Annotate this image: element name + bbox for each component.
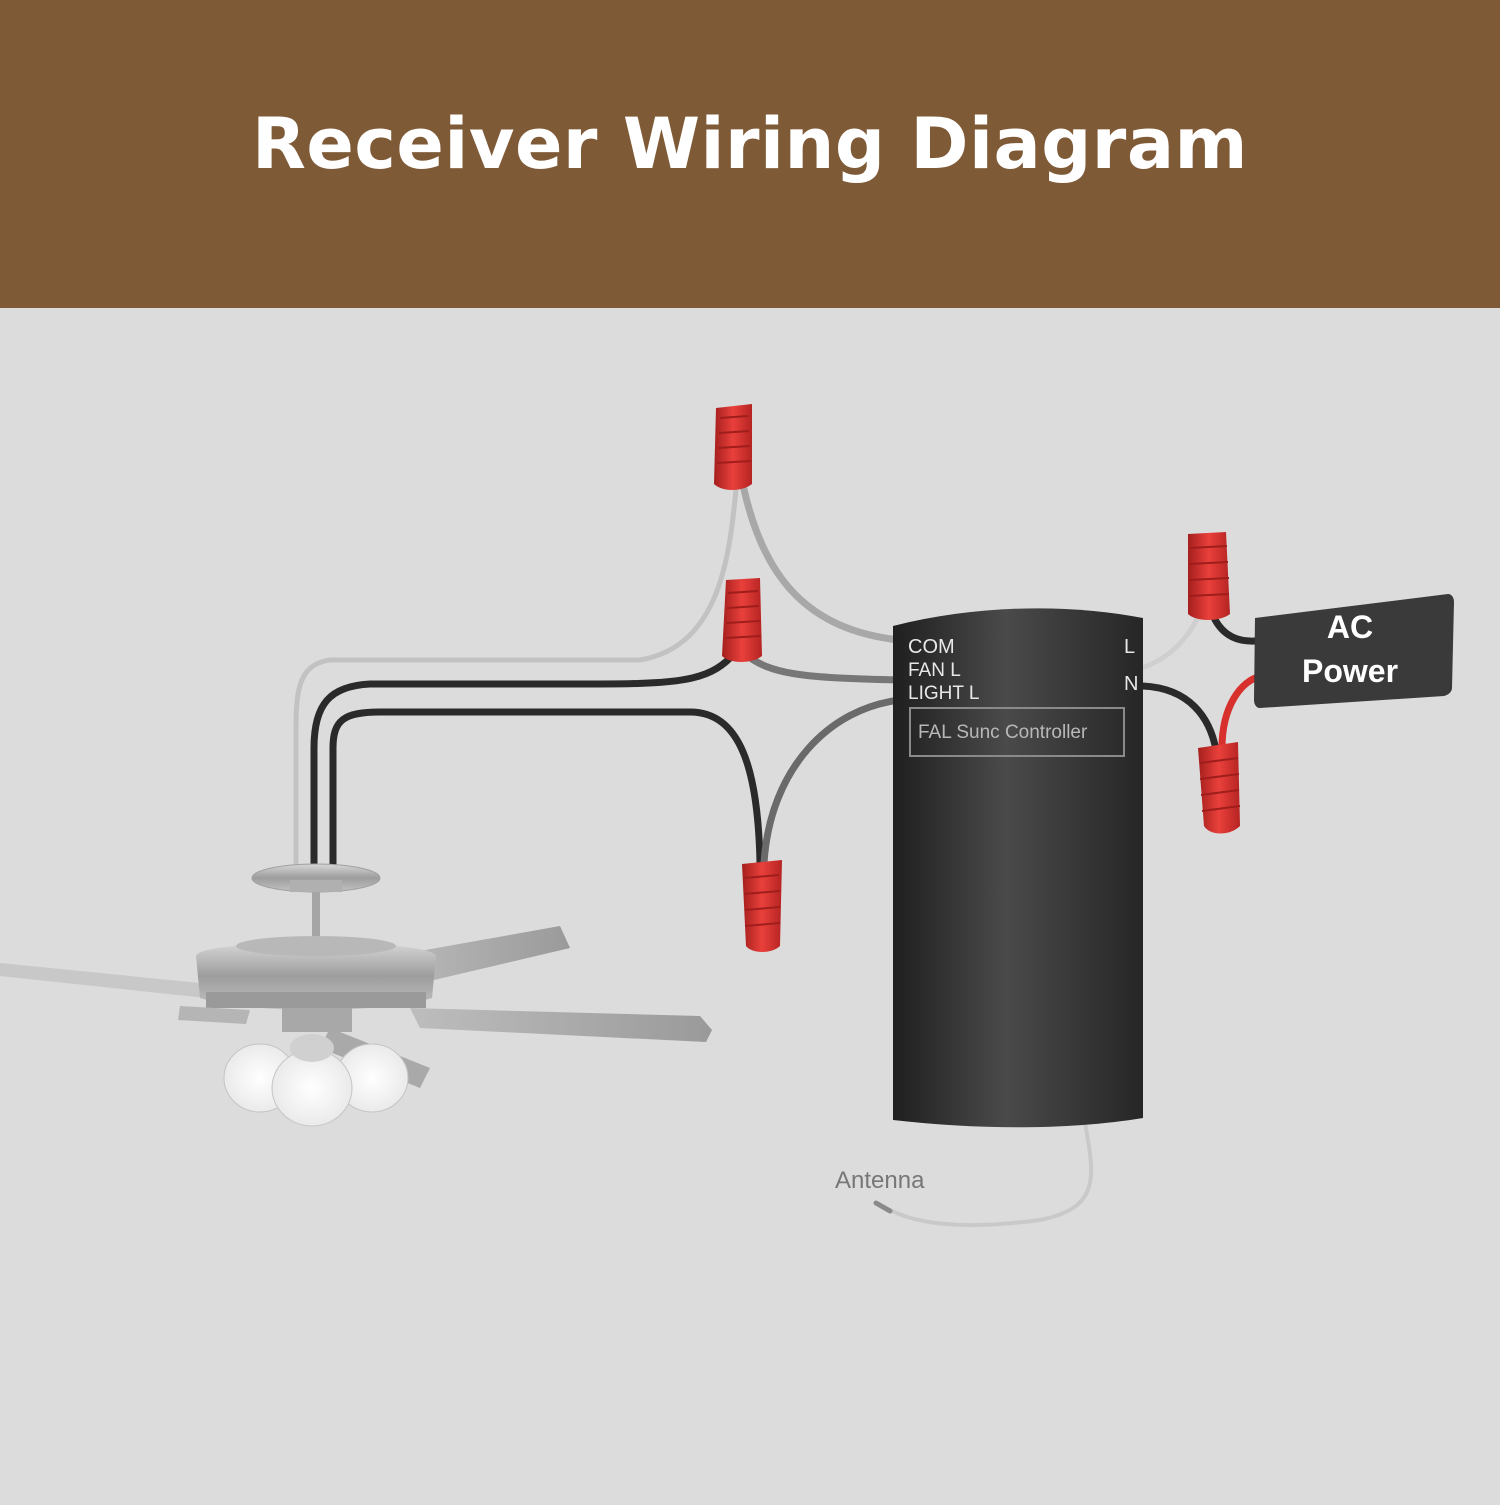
- light-wire-to-fan: [329, 708, 764, 870]
- ac-power-line2: Power: [1302, 653, 1398, 689]
- ac-power-line1: AC: [1327, 609, 1373, 645]
- wire-nut-light: [742, 860, 782, 952]
- antenna: Antenna: [835, 1167, 925, 1214]
- receiver-controller: COM FAN L LIGHT L L N FAL Sunc Controlle…: [893, 608, 1143, 1128]
- controller-label-box: [909, 707, 1125, 757]
- page-title: Receiver Wiring Diagram: [251, 103, 1248, 185]
- wiring-diagram: COM FAN L LIGHT L L N FAL Sunc Controlle…: [0, 308, 1500, 1500]
- fan-wire-to-fan: [310, 649, 739, 870]
- wire-nut-l: [1188, 532, 1230, 620]
- header-banner: Receiver Wiring Diagram: [0, 0, 1500, 308]
- ac-power-box: AC Power: [1254, 594, 1454, 708]
- fan-wire-to-controller: [741, 650, 904, 684]
- wires: [293, 475, 1269, 1228]
- controller-label: FAL Sunc Controller: [918, 722, 1088, 743]
- terminal-light-l: LIGHT L: [908, 683, 979, 704]
- n-wire: [1138, 682, 1220, 754]
- terminal-n: N: [1124, 673, 1138, 695]
- terminal-fan-l: FAN L: [908, 660, 961, 681]
- terminal-com: COM: [908, 636, 955, 658]
- com-wire-to-controller: [738, 476, 904, 644]
- light-wire-to-controller: [760, 696, 904, 867]
- antenna-wire: [888, 1121, 1094, 1228]
- antenna-label: Antenna: [835, 1167, 925, 1194]
- com-wire-to-fan: [293, 475, 740, 866]
- terminal-l: L: [1124, 636, 1135, 658]
- wire-nut-fan: [722, 578, 762, 662]
- ceiling-fan: [0, 863, 712, 1127]
- wire-nut-com: [714, 404, 752, 490]
- wire-nut-n: [1198, 742, 1241, 834]
